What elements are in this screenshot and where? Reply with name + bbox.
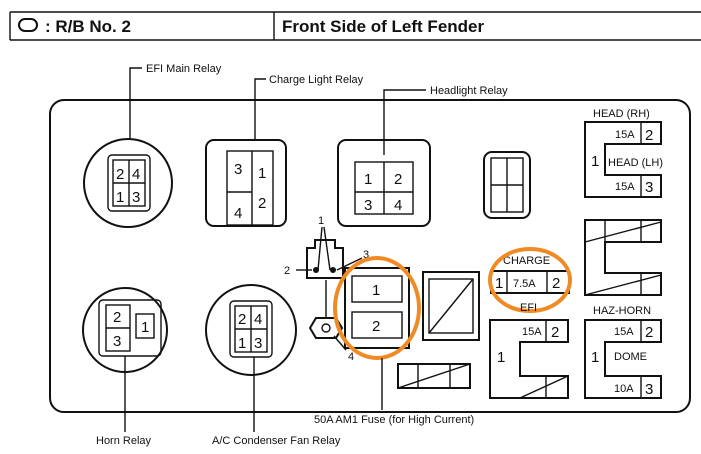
haz-horn-dome-fuses: HAZ-HORN 1 15A 2 DOME 10A 3 <box>584 305 662 399</box>
fuse-rating: 15A <box>615 129 635 141</box>
pin-label: 2 <box>258 195 266 212</box>
pin-label: 1 <box>372 282 380 299</box>
spare-relay-socket <box>483 151 531 219</box>
pin-label: 2 <box>645 324 653 341</box>
ac-condenser-fan-relay-label: A/C Condenser Fan Relay <box>212 435 341 447</box>
pin-label: 2 <box>372 318 380 335</box>
fuse-name: HEAD (RH) <box>593 108 650 120</box>
pin-label: 2 <box>645 127 653 144</box>
horn-relay: 2 3 1 Horn Relay <box>82 287 168 447</box>
pin-label: 2 <box>551 324 559 341</box>
pin-label: 2 <box>284 265 290 277</box>
pin-label: 2 <box>238 311 246 328</box>
head-fuses: HEAD (RH) 1 15A 2 HEAD (LH) 15A 3 <box>584 108 663 198</box>
fuse-name: EFI <box>520 302 537 314</box>
pin-label: 1 <box>364 171 372 188</box>
fuse-rating: 15A <box>615 181 635 193</box>
pin-label: 2 <box>116 166 124 183</box>
relay-block-outline <box>49 99 691 413</box>
pin-label: 1 <box>238 335 246 352</box>
relay-block-symbol-icon <box>18 18 38 32</box>
charge-light-relay-label: Charge Light Relay <box>269 74 364 86</box>
pin-label: 1 <box>497 349 505 366</box>
pin-label: 2 <box>394 171 402 188</box>
pin-label: 3 <box>364 197 372 214</box>
pin-label: 1 <box>141 319 149 336</box>
fuse-rating: 10A <box>614 383 634 395</box>
small-connector: 1 2 3 4 <box>284 215 369 363</box>
block-label: : R/B No. 2 <box>45 17 131 36</box>
pin-label: 1 <box>495 275 503 292</box>
am1-fuse-label: 50A AM1 Fuse (for High Current) <box>314 414 474 426</box>
charge-light-relay: Charge Light Relay 3 1 4 2 <box>205 74 364 227</box>
pin-label: 1 <box>258 165 266 182</box>
pin-label: 2 <box>113 309 121 326</box>
headlight-relay-label: Headlight Relay <box>430 85 508 97</box>
efi-main-relay: EFI Main Relay 2 4 1 3 <box>83 63 222 228</box>
efi-main-relay-label: EFI Main Relay <box>146 63 222 75</box>
ac-condenser-fan-relay: 2 4 1 3 A/C Condenser Fan Relay <box>205 284 341 447</box>
highlight-ellipse <box>333 256 421 360</box>
pin-label: 4 <box>132 166 140 183</box>
pin-label: 3 <box>645 381 653 398</box>
fuse-rating: 7.5A <box>513 278 536 290</box>
location-label: Front Side of Left Fender <box>282 17 484 36</box>
pin-label: 4 <box>348 351 354 363</box>
horn-relay-label: Horn Relay <box>96 435 152 447</box>
pin-label: 3 <box>645 179 653 196</box>
charge-fuse: CHARGE 1 7.5A 2 <box>488 247 572 313</box>
blank-fuse-slot-c <box>584 219 662 296</box>
pin-label: 2 <box>552 275 560 292</box>
highlight-ellipse <box>488 247 572 313</box>
headlight-relay: Headlight Relay 1 2 3 4 <box>337 85 508 227</box>
fuse-name: HEAD (LH) <box>608 157 663 169</box>
fuse-name: DOME <box>614 351 647 363</box>
fuse-rating: 15A <box>614 326 634 338</box>
pin-label: 3 <box>113 333 121 350</box>
blank-fuse-slots <box>397 271 480 389</box>
pin-label: 3 <box>254 335 262 352</box>
am1-fuse: 1 2 50A AM1 Fuse (for High Current) <box>314 256 474 426</box>
pin-label: 4 <box>394 197 402 214</box>
fuse-name: HAZ-HORN <box>593 305 651 317</box>
header-table: : R/B No. 2 Front Side of Left Fender <box>9 11 701 41</box>
pin-label: 1 <box>591 153 599 170</box>
pin-label: 4 <box>234 205 242 222</box>
fuse-rating: 15A <box>522 326 542 338</box>
pin-label: 1 <box>116 189 124 206</box>
efi-fuse: EFI 1 15A 2 <box>489 302 569 399</box>
pin-label: 3 <box>132 189 140 206</box>
pin-label: 4 <box>254 311 262 328</box>
pin-label: 3 <box>363 249 369 261</box>
pin-label: 1 <box>318 215 324 227</box>
pin-label: 3 <box>234 161 242 178</box>
pin-label: 1 <box>591 349 599 366</box>
fuse-name: CHARGE <box>503 255 550 267</box>
